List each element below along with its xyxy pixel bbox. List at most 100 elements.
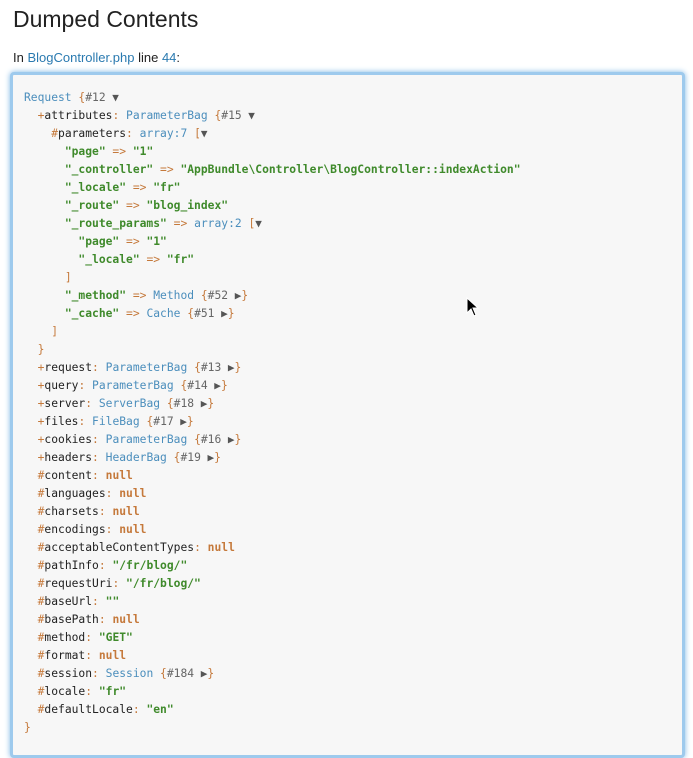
dump-symbol: : [105,487,120,500]
dump-symbol: : [194,541,208,554]
object-id: #51 [194,307,215,320]
dump-bracket: { [166,451,181,464]
dump-symbol: + [37,361,45,374]
dump-symbol: : [92,667,106,680]
dump-line: #defaultLocale: "en" [24,701,521,719]
string-value: "_route" [64,199,120,212]
expand-toggle-icon[interactable]: ▶ [194,667,208,680]
collapse-toggle-icon[interactable]: ▼ [105,91,119,104]
dump-line: #format: null [24,647,521,665]
property-name: files [44,415,79,428]
null-value: null [119,523,147,536]
dump-indent [24,397,38,410]
line-number-link[interactable]: 44 [161,50,177,65]
dump-indent [24,379,38,392]
dump-bracket: } [207,397,215,410]
dump-indent [24,703,38,716]
dump-symbol: # [37,649,45,662]
page-title: Dumped Contents [13,6,199,32]
dump-indent [24,289,65,302]
dump-indent [24,631,38,644]
dump-indent [24,199,65,212]
dump-bracket: { [207,109,222,122]
dump-page: Dumped Contents In BlogController.php li… [10,6,685,758]
collapse-toggle-icon[interactable]: ▼ [241,109,255,122]
controller-file-link[interactable]: BlogController.php [27,50,135,65]
expand-toggle-icon[interactable]: ▶ [200,451,215,464]
dump-symbol: + [37,433,45,446]
dump-symbol: => [105,145,133,158]
dump-bracket: [ [241,217,256,230]
dump-symbol: : [85,649,99,662]
dump-symbol: => [166,217,195,230]
dump-line: +server: ServerBag {#18 ▶} [24,395,521,413]
expand-toggle-icon[interactable]: ▶ [221,361,235,374]
var-dump-panel[interactable]: Request {#12 ▼ +attributes: ParameterBag… [10,72,685,758]
dump-symbol: # [37,613,45,626]
dump-line: "_route" => "blog_index" [24,197,521,215]
dump-indent [24,577,38,590]
property-name: content [44,469,93,482]
dump-indent [24,505,38,518]
dump-bracket: } [234,361,242,374]
expand-toggle-icon[interactable]: ▶ [221,433,235,446]
dump-bracket: { [160,397,174,410]
string-value: "_cache" [64,307,120,320]
dump-bracket: { [139,415,154,428]
dump-indent [24,595,38,608]
dump-location: In BlogController.php line 44: [13,50,180,65]
dump-tree: Request {#12 ▼ +attributes: ParameterBag… [24,89,521,737]
property-name: format [44,649,86,662]
dump-line: "_cache" => Cache {#51 ▶} [24,305,521,323]
dump-bracket: } [214,451,221,464]
string-value: "_locale" [64,181,127,194]
dump-indent [24,649,38,662]
string-value: "1" [146,235,167,248]
string-value: "fr" [98,685,127,698]
dump-line: #locale: "fr" [24,683,521,701]
dump-indent [24,451,38,464]
null-value: null [119,487,147,500]
expand-toggle-icon[interactable]: ▶ [173,415,187,428]
dump-indent [24,163,65,176]
dump-indent [24,415,38,428]
expand-toggle-icon[interactable]: ▶ [207,379,221,392]
object-id: #14 [187,379,208,392]
object-id: #16 [200,433,222,446]
dump-symbol: : [98,505,113,518]
dump-line: Request {#12 ▼ [24,89,521,107]
dump-line: #session: Session {#184 ▶} [24,665,521,683]
null-value: null [207,541,235,554]
object-id: #18 [173,397,195,410]
dump-line: +files: FileBag {#17 ▶} [24,413,521,431]
dump-symbol: => [139,253,167,266]
expand-toggle-icon[interactable]: ▶ [214,307,228,320]
dump-bracket: ] [51,325,59,338]
object-id: #19 [180,451,201,464]
dump-indent [24,271,65,284]
dump-bracket: } [234,433,242,446]
expand-toggle-icon[interactable]: ▶ [228,289,242,302]
property-name: query [44,379,79,392]
dump-indent [24,145,65,158]
expand-toggle-icon[interactable]: ▶ [194,397,208,410]
collapse-toggle-icon[interactable]: ▼ [200,127,208,140]
dump-line: #baseUrl: "" [24,593,521,611]
dump-line: #parameters: array:7 [▼ [24,125,521,143]
dump-symbol: => [153,163,181,176]
dump-line: "_route_params" => array:2 [▼ [24,215,521,233]
collapse-toggle-icon[interactable]: ▼ [255,217,262,230]
object-id: #13 [200,361,222,374]
object-id: #52 [207,289,229,302]
string-value: "blog_index" [146,199,229,212]
dump-symbol: : [126,127,140,140]
property-name: locale [44,685,86,698]
string-value: "page" [64,145,106,158]
property-name: session [44,667,93,680]
dump-symbol: : [98,613,113,626]
dump-symbol: + [37,415,45,428]
location-middle: line [138,50,159,65]
property-name: cookies [44,433,93,446]
property-name: parameters [58,127,127,140]
dump-line: #method: "GET" [24,629,521,647]
